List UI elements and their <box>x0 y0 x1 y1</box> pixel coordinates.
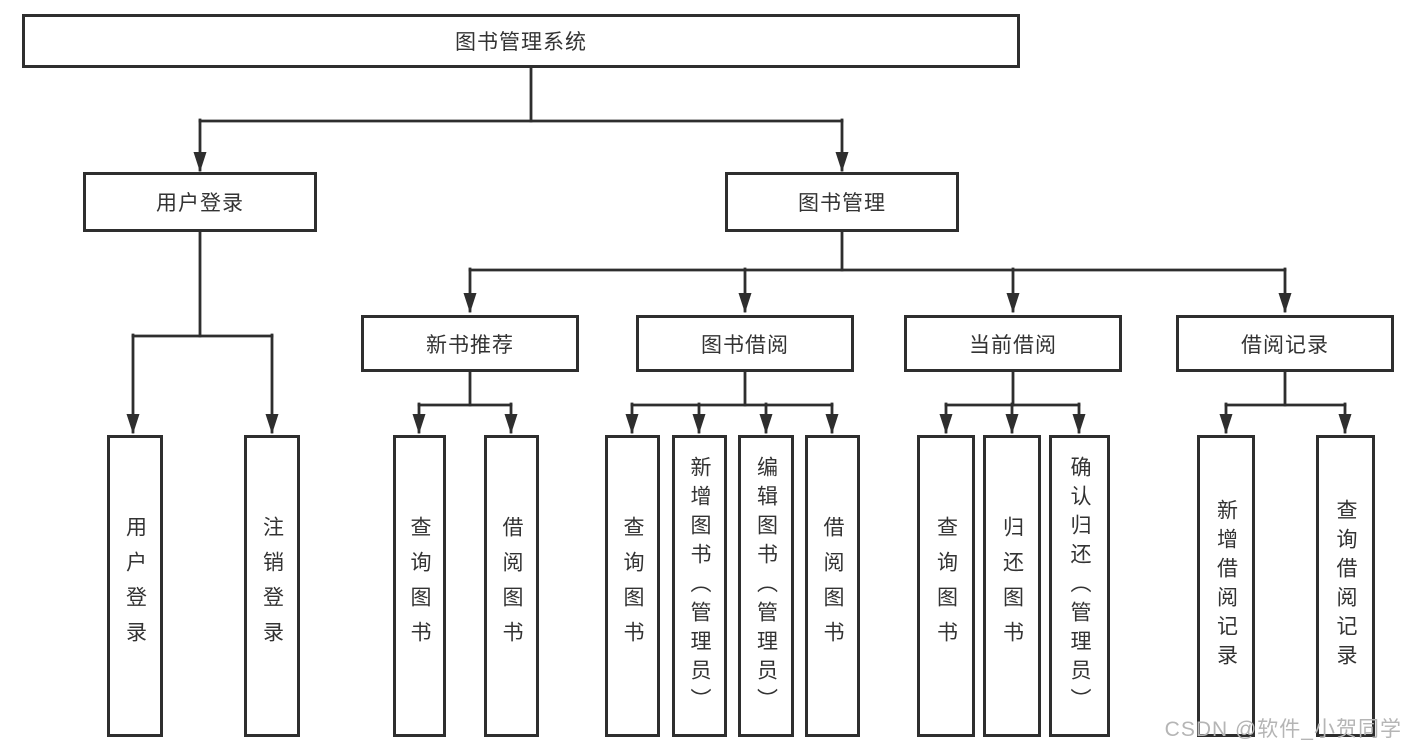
node-user-login-label: 用户登录 <box>156 192 244 215</box>
node-leaf-return-books-label: 归还图书 <box>1000 516 1024 656</box>
node-library-system: 图书管理系统 <box>22 14 1020 68</box>
node-leaf-query-books-borrow: 查询图书 <box>605 435 660 737</box>
connector-borrow-records <box>1219 369 1352 434</box>
node-current-borrow-label: 当前借阅 <box>969 333 1057 357</box>
node-book-borrow-label: 图书借阅 <box>701 333 789 357</box>
node-book-mgmt-label: 图书管理 <box>798 192 886 215</box>
node-leaf-logout-label: 注销登录 <box>260 516 284 656</box>
node-new-book-recommend: 新书推荐 <box>361 315 579 372</box>
node-leaf-query-books-recommend: 查询图书 <box>393 435 446 737</box>
node-book-mgmt: 图书管理 <box>725 172 959 232</box>
node-current-borrow: 当前借阅 <box>904 315 1122 372</box>
node-leaf-query-borrow-record-label: 查询借阅记录 <box>1334 499 1357 673</box>
node-leaf-borrow-books-recommend: 借阅图书 <box>484 435 539 737</box>
node-leaf-query-books-current-label: 查询图书 <box>934 516 958 656</box>
connector-user-login <box>126 229 279 434</box>
node-leaf-borrow-books: 借阅图书 <box>805 435 860 737</box>
node-leaf-logout: 注销登录 <box>244 435 300 737</box>
csdn-watermark: CSDN @软件_小贺同学 <box>1164 718 1402 741</box>
node-leaf-add-books-admin-label: 新增图书（管理员） <box>688 455 711 717</box>
node-leaf-user-login: 用户登录 <box>107 435 163 737</box>
node-book-borrow: 图书借阅 <box>636 315 854 372</box>
node-leaf-borrow-books-recommend-label: 借阅图书 <box>500 516 523 656</box>
node-leaf-edit-books-admin: 编辑图书（管理员） <box>738 435 794 737</box>
node-leaf-add-borrow-record: 新增借阅记录 <box>1197 435 1255 737</box>
node-leaf-user-login-label: 用户登录 <box>123 516 147 656</box>
connector-new-book-recommend <box>412 369 518 434</box>
node-new-book-recommend-label: 新书推荐 <box>426 333 514 357</box>
connector-current-borrow <box>939 369 1086 434</box>
node-leaf-add-borrow-record-label: 新增借阅记录 <box>1214 499 1238 673</box>
node-leaf-borrow-books-label: 借阅图书 <box>821 516 844 656</box>
node-leaf-confirm-return-admin-label: 确认归还（管理员） <box>1068 455 1091 717</box>
node-library-system-label: 图书管理系统 <box>455 31 587 54</box>
node-leaf-query-borrow-record: 查询借阅记录 <box>1316 435 1375 737</box>
node-leaf-edit-books-admin-label: 编辑图书（管理员） <box>754 455 778 717</box>
node-user-login: 用户登录 <box>83 172 317 232</box>
node-borrow-records-label: 借阅记录 <box>1241 333 1329 357</box>
node-leaf-return-books: 归还图书 <box>983 435 1041 737</box>
node-borrow-records: 借阅记录 <box>1176 315 1394 372</box>
node-leaf-query-books-recommend-label: 查询图书 <box>408 516 431 656</box>
connector-book-mgmt <box>463 229 1292 313</box>
connector-book-borrow <box>625 369 839 434</box>
node-leaf-query-books-current: 查询图书 <box>917 435 975 737</box>
node-leaf-query-books-borrow-label: 查询图书 <box>621 516 644 656</box>
node-leaf-confirm-return-admin: 确认归还（管理员） <box>1049 435 1110 737</box>
node-leaf-add-books-admin: 新增图书（管理员） <box>672 435 727 737</box>
connector-root <box>193 65 849 172</box>
